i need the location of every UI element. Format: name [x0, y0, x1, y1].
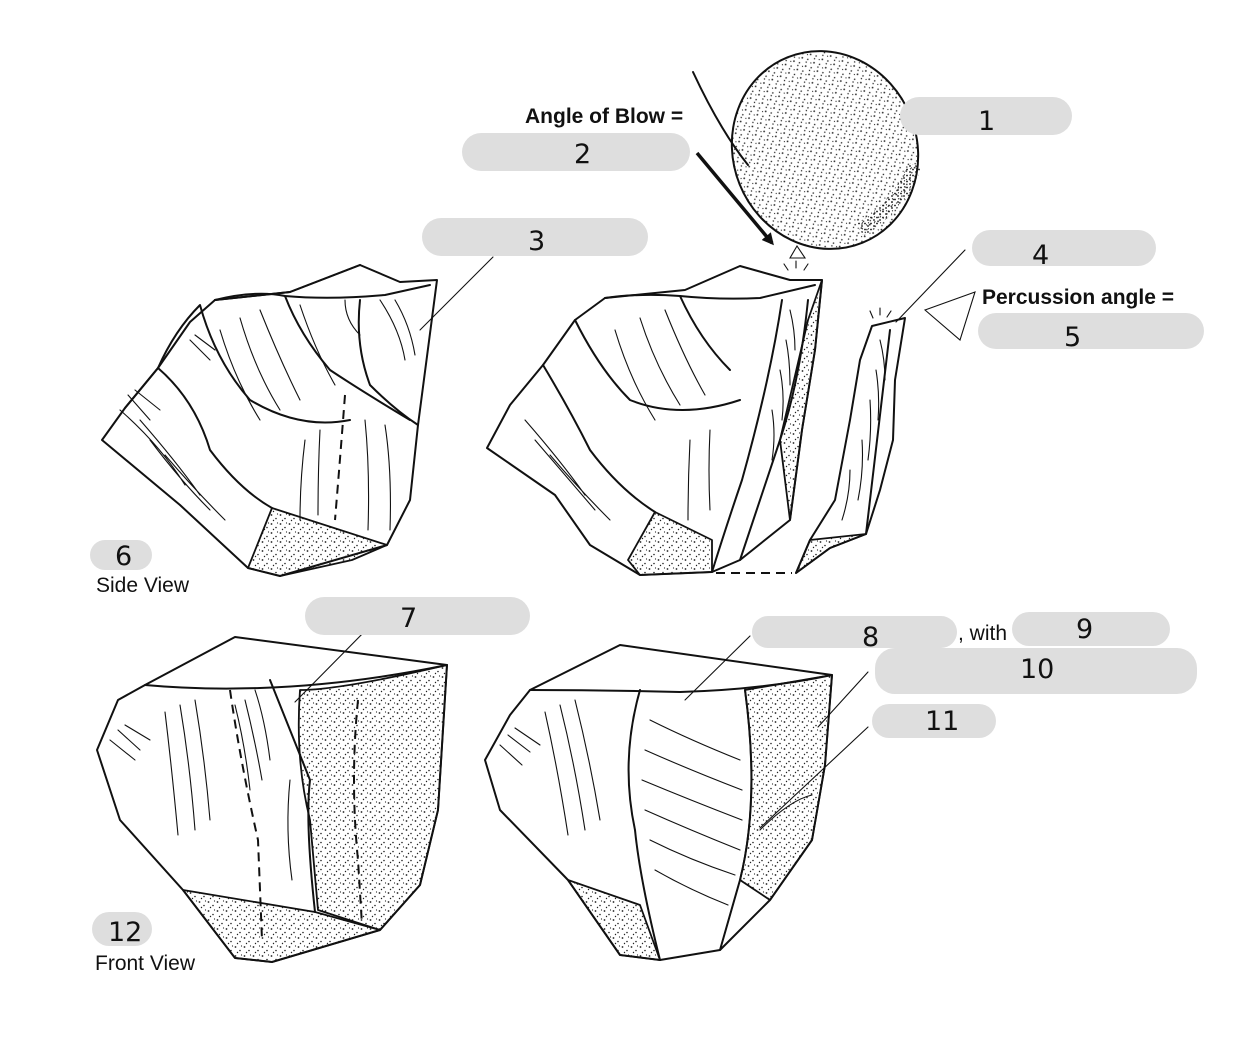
hammerstone	[692, 50, 922, 250]
leader-line-8	[684, 635, 751, 701]
front-view-label: Front View	[95, 952, 196, 975]
answer-blank-10[interactable]	[875, 648, 1197, 694]
leader-line-11	[759, 726, 869, 829]
answer-blank-3[interactable]	[422, 218, 648, 256]
impact-marks-icon	[869, 307, 892, 319]
blank-number-6: 6	[115, 541, 132, 572]
core-side-view	[101, 264, 438, 577]
blank-number-7: 7	[400, 603, 417, 634]
percussion-angle-symbol-icon	[923, 291, 976, 341]
blank-number-4: 4	[1032, 240, 1049, 271]
answer-blank-8[interactable]	[752, 616, 957, 648]
blank-number-11: 11	[925, 706, 959, 737]
answer-blank-11[interactable]	[872, 704, 996, 738]
motion-line-icon	[692, 71, 749, 166]
answer-blank-9[interactable]	[1012, 612, 1170, 646]
blank-number-10: 10	[1020, 654, 1054, 685]
core-front-view	[96, 636, 448, 963]
answer-blank-5[interactable]	[978, 313, 1204, 349]
blow-arrow-icon	[695, 151, 774, 246]
answer-blank-6[interactable]	[90, 540, 152, 570]
with-label: , with	[958, 622, 1007, 645]
angle-symbol-icon	[789, 244, 807, 259]
leader-line-4	[895, 249, 966, 323]
side-view-label: Side View	[96, 574, 190, 597]
answer-blank-1[interactable]	[900, 97, 1072, 135]
blank-number-3: 3	[528, 226, 545, 257]
core-front-view-after-removal	[484, 644, 833, 961]
answer-blank-4[interactable]	[972, 230, 1156, 266]
angle-of-blow-label: Angle of Blow =	[525, 105, 683, 128]
impact-marks-icon	[783, 260, 809, 271]
leader-line-10	[817, 671, 869, 728]
detached-flake	[795, 307, 906, 574]
blank-number-12: 12	[108, 917, 142, 948]
blank-number-9: 9	[1076, 614, 1093, 645]
percussion-angle-label: Percussion angle =	[982, 286, 1174, 309]
blank-number-2: 2	[574, 139, 591, 170]
blank-number-1: 1	[978, 106, 995, 137]
answer-blank-12[interactable]	[92, 912, 152, 946]
core-with-flake-side-view	[486, 265, 823, 576]
blank-number-8: 8	[862, 622, 879, 653]
leader-line-7	[294, 623, 373, 703]
blank-number-5: 5	[1064, 322, 1081, 353]
answer-blank-2[interactable]	[462, 133, 690, 171]
answer-blank-7[interactable]	[305, 597, 530, 635]
leader-line-3	[419, 256, 494, 331]
